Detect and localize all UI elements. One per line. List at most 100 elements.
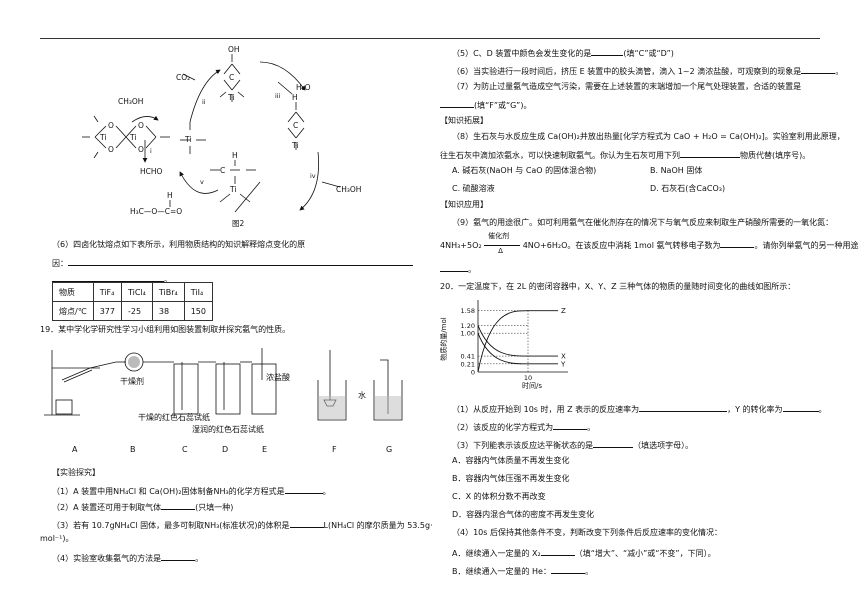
answer-blank[interactable] bbox=[161, 500, 196, 510]
label-D: D bbox=[222, 445, 228, 454]
q19-q3-cont: mol⁻¹)。 bbox=[40, 534, 74, 543]
series-line-x bbox=[477, 325, 558, 357]
methanol-left: CH₃OH bbox=[118, 97, 143, 106]
q19-q9-line1: （9）氨气的用途很广。如可利用氨气在催化剂存在的情况下与氧气反应来制取生产硝酸所… bbox=[452, 218, 834, 227]
series-line-z bbox=[477, 310, 558, 373]
c-label: C bbox=[293, 121, 298, 130]
c-label: C bbox=[220, 166, 225, 175]
q20-s3-A: A．容器内气体质量不再发生变化 bbox=[452, 456, 570, 465]
q19-q7: （7）为防止过量氨气造成空气污染，需要在上述装置的末端增加一个尾气处理装置，合适… bbox=[452, 82, 802, 91]
option-C: C. 硫酸溶液 bbox=[452, 184, 495, 193]
q19-q5: （5）C、D 装置中颜色会发生变化的是(填“C”或“D”) bbox=[452, 46, 674, 59]
product-formula: H₃C—O—C=O bbox=[130, 207, 182, 216]
q20-s1: （1）从反应开始到 10s 时，用 Z 表示的反应速率为，Y 的转化率为。 bbox=[452, 402, 827, 415]
ammonia-apparatus-diagram: 干燥剂 浓盐酸 干燥的红色石蕊试纸 湿润的红色石蕊试纸 水 A B C D E … bbox=[44, 348, 403, 454]
label-A: A bbox=[72, 445, 78, 454]
answer-blank[interactable] bbox=[52, 272, 164, 282]
option-B: B. NaOH 固体 bbox=[650, 166, 703, 175]
label-E: E bbox=[262, 445, 267, 454]
answer-blank[interactable] bbox=[801, 64, 836, 74]
y-tick-label: 1.58 bbox=[461, 307, 475, 315]
answer-blank[interactable] bbox=[782, 402, 819, 412]
h-label: H bbox=[167, 191, 173, 200]
answer-blank[interactable] bbox=[68, 256, 413, 266]
reaction-arrow: 催化剂 Δ bbox=[484, 232, 521, 255]
q19-q1: （1）A 装置中用NH₄Cl 和 Ca(OH)₂固体制备NH₃的化学方程式是。 bbox=[52, 484, 331, 497]
o-label: O bbox=[138, 145, 144, 154]
y-tick-label: 1.00 bbox=[461, 330, 475, 338]
table-cell: TiF₄ bbox=[92, 282, 122, 302]
q18-part6-line3: 。 bbox=[52, 272, 172, 285]
q20-s3: （3）下列能表示该反应达平衡状态的是（填选项字母）。 bbox=[452, 438, 693, 451]
ti-label: Ti bbox=[291, 141, 298, 150]
answer-blank[interactable] bbox=[593, 438, 634, 448]
q19-q6: （6）当实验进行一段时间后，挤压 E 装置中的胶头滴管，滴入 1~2 滴浓盐酸，… bbox=[452, 64, 843, 77]
label-C: C bbox=[182, 445, 188, 454]
table-cell: TiI₄ bbox=[183, 282, 214, 302]
answer-blank[interactable] bbox=[720, 238, 755, 248]
y-tick-label: 0.21 bbox=[461, 360, 475, 368]
answer-blank[interactable] bbox=[540, 546, 575, 556]
series-label-y: Y bbox=[560, 360, 566, 368]
table-cell: TiCl₄ bbox=[120, 282, 153, 302]
answer-blank[interactable] bbox=[289, 518, 324, 528]
q18-part6-line2: 因： bbox=[52, 256, 413, 269]
section-ext: 【知识拓展】 bbox=[440, 116, 488, 125]
answer-blank[interactable] bbox=[440, 98, 474, 108]
answer-blank[interactable] bbox=[284, 484, 323, 494]
step-i: i bbox=[150, 147, 152, 155]
o-label: O bbox=[108, 145, 114, 154]
answer-blank[interactable] bbox=[591, 46, 624, 56]
section-app: 【知识应用】 bbox=[440, 200, 488, 209]
table-cell: 38 bbox=[151, 301, 185, 321]
table-cell: -25 bbox=[120, 301, 153, 321]
answer-blank[interactable] bbox=[440, 262, 468, 272]
h-label: H bbox=[292, 93, 298, 102]
ti-label: Ti bbox=[99, 133, 106, 142]
step-iii: iii bbox=[275, 92, 281, 100]
label-F: F bbox=[332, 445, 337, 454]
co2-label: CO₂ bbox=[176, 73, 190, 82]
series-label-x: X bbox=[561, 353, 566, 361]
x-axis-label: 时间/s bbox=[522, 381, 542, 390]
melting-point-table: 物质 TiF₄ TiCl₄ TiBr₄ TiI₄ 熔点/℃ 377 -25 38… bbox=[52, 282, 214, 321]
q20-s3-D: D．容器内混合气体的密度不再发生变化 bbox=[452, 510, 595, 519]
q20-stem: 20．一定温度下，在 2L 的密闭容器中，X、Y、Z 三种气体的物质的量随时间变… bbox=[440, 282, 796, 291]
y-axis-label: 物质的量/mol bbox=[439, 317, 448, 360]
answer-blank[interactable] bbox=[639, 402, 728, 412]
header-rule bbox=[40, 38, 820, 39]
h-label: H bbox=[232, 151, 238, 160]
answer-blank[interactable] bbox=[680, 148, 740, 158]
figure-caption: 图2 bbox=[232, 219, 244, 228]
q18-part6-line1: （6）四卤化钛熔点如下表所示，利用物质结构的知识解释熔点变化的原 bbox=[52, 240, 306, 249]
q20-s4-A: A．继续通入一定量的 X₂（填“增大”、“减小”或“不变”，下同）。 bbox=[452, 546, 716, 559]
label-G: G bbox=[386, 445, 392, 454]
y-tick-label: 0 bbox=[471, 369, 475, 377]
dry-litmus-label: 干燥的红色石蕊试纸 bbox=[138, 412, 210, 422]
table-row: 物质 TiF₄ TiCl₄ TiBr₄ TiI₄ bbox=[52, 282, 214, 302]
h2o-label: H₂O bbox=[296, 83, 311, 92]
table-cell: 150 bbox=[183, 301, 214, 321]
wet-litmus-label: 湿润的红色石蕊试纸 bbox=[192, 424, 264, 434]
oh-label: OH bbox=[228, 45, 240, 54]
option-A: A. 碱石灰(NaOH 与 CaO 的固体混合物) bbox=[452, 166, 597, 175]
q20-s2: （2）该反应的化学方程式为。 bbox=[452, 420, 595, 433]
ti-label: Ti bbox=[129, 133, 136, 142]
q19-section: 【实验探究】 bbox=[52, 468, 100, 477]
q19-stem: 19．某中学化学研究性学习小组利用如图装置制取并探究氨气的性质。 bbox=[40, 325, 291, 334]
answer-blank[interactable] bbox=[161, 551, 196, 561]
o-label: O bbox=[138, 121, 144, 130]
q20-s4-B: B．继续通入一定量的 He：。 bbox=[452, 564, 593, 577]
label-B: B bbox=[130, 445, 136, 454]
q19-q2: （2）A 装置还可用于制取气体(只填一种) bbox=[52, 500, 233, 513]
table-cell: 物质 bbox=[52, 282, 94, 302]
ti-label: Ti bbox=[227, 93, 234, 102]
water-label: 水 bbox=[358, 390, 366, 400]
q19-q7-cont: (填“F”或“G”)。 bbox=[440, 98, 531, 111]
q19-q9-line3: 。 bbox=[440, 262, 476, 275]
c-label: C bbox=[229, 73, 234, 82]
answer-blank[interactable] bbox=[553, 420, 588, 430]
y-tick-label: 1.20 bbox=[461, 322, 475, 330]
answer-blank[interactable] bbox=[550, 564, 585, 574]
